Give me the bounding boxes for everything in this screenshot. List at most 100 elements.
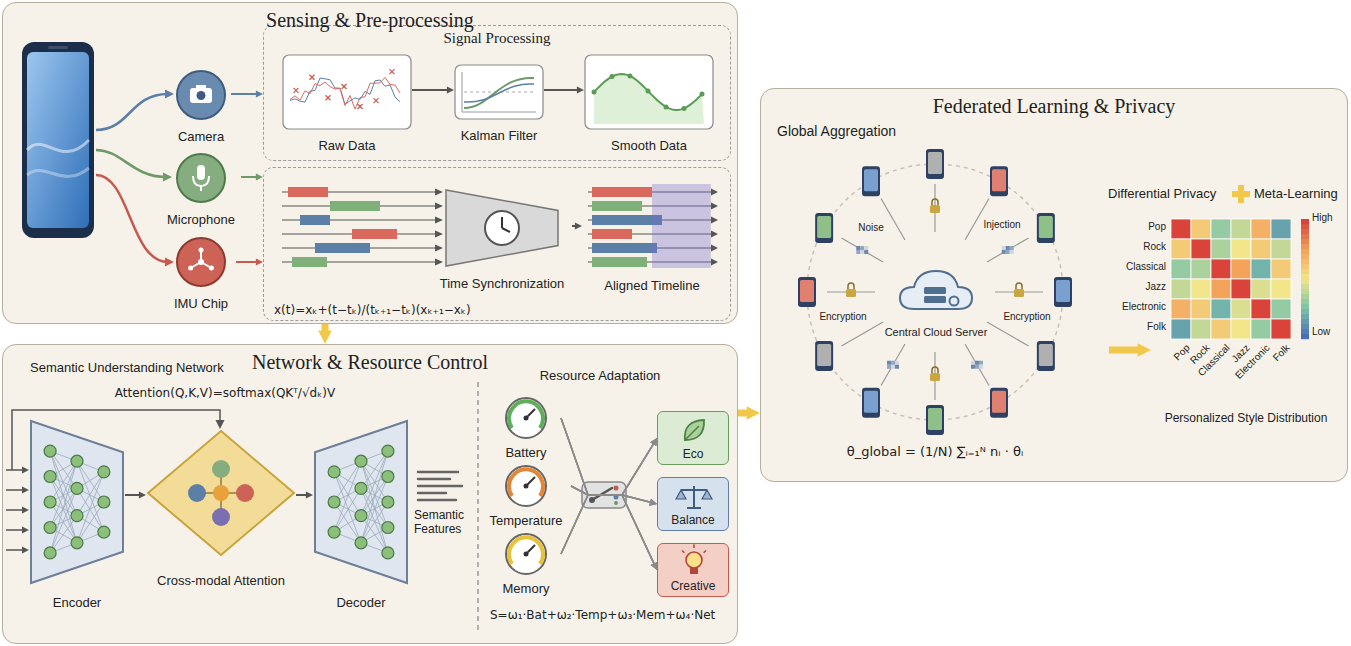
- rect-part: [1271, 219, 1291, 239]
- mode-box: Balance: [657, 477, 729, 531]
- rect-part: [1271, 259, 1291, 279]
- rect-part: [1301, 229, 1309, 234]
- rect-part: [1014, 289, 1024, 297]
- circle-part: [199, 248, 204, 253]
- polygon-part: [711, 189, 718, 196]
- annotation-label: Meta-Learning: [1254, 186, 1338, 202]
- path-part: [900, 271, 972, 309]
- line-part: [6, 509, 24, 511]
- rect-part: [455, 65, 543, 119]
- line-part: [6, 489, 24, 491]
- connector-arrow: [125, 491, 146, 498]
- group-title: x(t)=xₖ+(t−tₖ)/(tₖ₊₁−tₖ)(xₖ₊₁−xₖ): [274, 303, 471, 317]
- rect-part: [292, 257, 327, 267]
- polygon-part: [22, 547, 29, 554]
- line-part: [987, 322, 1029, 346]
- connector-arrow: [571, 486, 657, 570]
- icon-node: IMU Chip: [166, 236, 236, 312]
- dashed-group-box: Signal ProcessingRaw DataKalman FilterSm…: [263, 25, 731, 161]
- raw-shape: [282, 54, 412, 130]
- rect-part: [1301, 309, 1309, 314]
- g-part: [900, 271, 972, 309]
- circle-part: [44, 496, 56, 508]
- aligned-shape: [582, 182, 722, 270]
- rect-part: [1231, 239, 1251, 259]
- circle-part: [209, 266, 214, 271]
- rect-part: [1037, 213, 1055, 243]
- rect-part: [856, 250, 860, 254]
- funnel-shape: [432, 188, 572, 268]
- circle-part: [382, 445, 394, 457]
- rect-part: [930, 205, 940, 213]
- circle-part: [236, 484, 254, 502]
- rect-part: [1251, 279, 1271, 299]
- rect-part: [1191, 299, 1211, 319]
- icon-node: Camera: [171, 69, 231, 145]
- aggregation-group: Global AggregationCentral Cloud Server: [769, 119, 1109, 473]
- path-part: [315, 421, 407, 583]
- path-part: [193, 176, 209, 186]
- circle-part: [328, 526, 340, 538]
- polygon-part: [711, 217, 718, 224]
- circle-part: [188, 484, 206, 502]
- section-panel: Sensing & Pre-processingCameraMicrophone…: [2, 2, 738, 324]
- icon-node: Central Cloud Server: [880, 263, 992, 339]
- aggregation-ring: [807, 164, 1063, 420]
- path-part: [464, 78, 534, 108]
- polygon-part: [22, 487, 29, 494]
- annotation-label: Injection: [981, 219, 1022, 231]
- connector-arrow: [231, 90, 263, 97]
- rect-part: [928, 408, 942, 430]
- node-label: Raw Data: [318, 138, 375, 154]
- circle-part: [188, 266, 193, 271]
- axis-label: Rock: [1143, 241, 1166, 253]
- formula-text: Attention(Q,K,V)=softmax(QKᵀ/√dₖ)V: [115, 386, 335, 400]
- node-label: Balance: [671, 513, 714, 527]
- icon-node: Smooth Data: [584, 54, 714, 154]
- rect-part: [1056, 280, 1070, 302]
- line-part: [462, 72, 463, 112]
- circle-part: [506, 466, 546, 506]
- connector-arrow: [571, 438, 657, 495]
- line-part: [881, 344, 905, 386]
- rect-part: [1002, 246, 1006, 250]
- polygon-part: [435, 189, 443, 196]
- rect-part: [1301, 299, 1309, 304]
- rect-part: [1301, 269, 1309, 274]
- rect-part: [1211, 279, 1231, 299]
- path-part: [464, 84, 534, 102]
- axis-label: Folk: [1271, 342, 1293, 364]
- rect-part: [1231, 259, 1251, 279]
- line-part: [77, 472, 104, 516]
- circle-part: [682, 106, 687, 111]
- line-part: [200, 186, 202, 191]
- line-part: [418, 485, 462, 488]
- path-part: [594, 74, 702, 110]
- polygon-part: [711, 203, 718, 210]
- polygon-part: [747, 406, 760, 420]
- polyline-part: [571, 443, 654, 495]
- annotation-label: Encryption: [1001, 311, 1052, 323]
- polyline-part: [544, 89, 578, 91]
- rect-part: [283, 55, 411, 129]
- polygon-part: [22, 467, 29, 474]
- rect-part: [1232, 191, 1250, 197]
- rect-part: [979, 361, 983, 365]
- circle-part: [382, 547, 394, 559]
- circle-part: [71, 537, 83, 549]
- path-part: [509, 401, 543, 428]
- rect-part: [990, 388, 1008, 418]
- polyline-part: [231, 93, 257, 95]
- line-part: [462, 112, 536, 113]
- rect-part: [1301, 304, 1309, 309]
- rect-part: [690, 568, 698, 574]
- rect-part: [1251, 239, 1271, 259]
- circle-part: [71, 510, 83, 522]
- connector-arrow: [561, 495, 657, 570]
- rect-part: [864, 391, 878, 413]
- gauge-shape: [491, 395, 561, 441]
- rect-part: [1301, 264, 1309, 269]
- circle-part: [589, 497, 595, 503]
